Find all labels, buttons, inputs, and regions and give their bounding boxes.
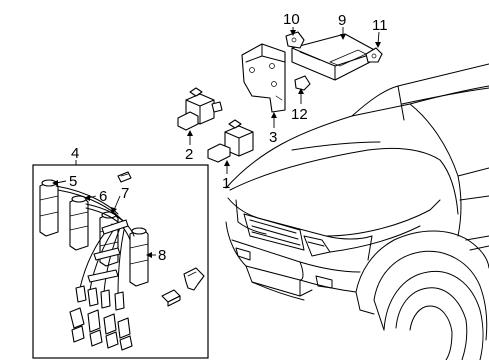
callout-labels: 1 2 3 4 5 6 7 8 9 10 11 12: [69, 11, 388, 264]
leader-lines: [52, 27, 381, 258]
callout-2: 2: [185, 146, 193, 163]
vehicle-front-view: [225, 63, 489, 360]
callout-4: 4: [71, 145, 79, 162]
wire-set-inset-box: [32, 164, 209, 359]
module-bracket-10[interactable]: [285, 31, 305, 49]
plug-wire-terminals-lower[interactable]: [69, 285, 133, 351]
callout-10: 10: [283, 11, 300, 28]
plug-wire-boots-upper[interactable]: [39, 179, 149, 287]
bolt-11[interactable]: [365, 47, 383, 63]
crank-sensor-connector[interactable]: [183, 267, 205, 291]
callout-8: 8: [158, 247, 166, 264]
callout-6: 6: [99, 188, 107, 205]
callout-1: 1: [222, 175, 230, 192]
callout-5: 5: [69, 173, 77, 190]
callout-11: 11: [372, 17, 388, 34]
mounting-bracket[interactable]: [241, 43, 286, 113]
control-module[interactable]: [291, 33, 379, 81]
callout-9: 9: [338, 12, 346, 29]
callout-12: 12: [291, 106, 308, 123]
ignition-coil-2[interactable]: [177, 87, 223, 131]
wire-holder-clip[interactable]: [161, 289, 181, 307]
ignition-coil-1[interactable]: [207, 119, 254, 163]
plug-wire-cables[interactable]: [55, 185, 135, 295]
callout-3: 3: [269, 129, 277, 146]
callout-7: 7: [121, 185, 129, 202]
wire-clip-small[interactable]: [117, 171, 132, 183]
bracket-12[interactable]: [294, 75, 311, 91]
